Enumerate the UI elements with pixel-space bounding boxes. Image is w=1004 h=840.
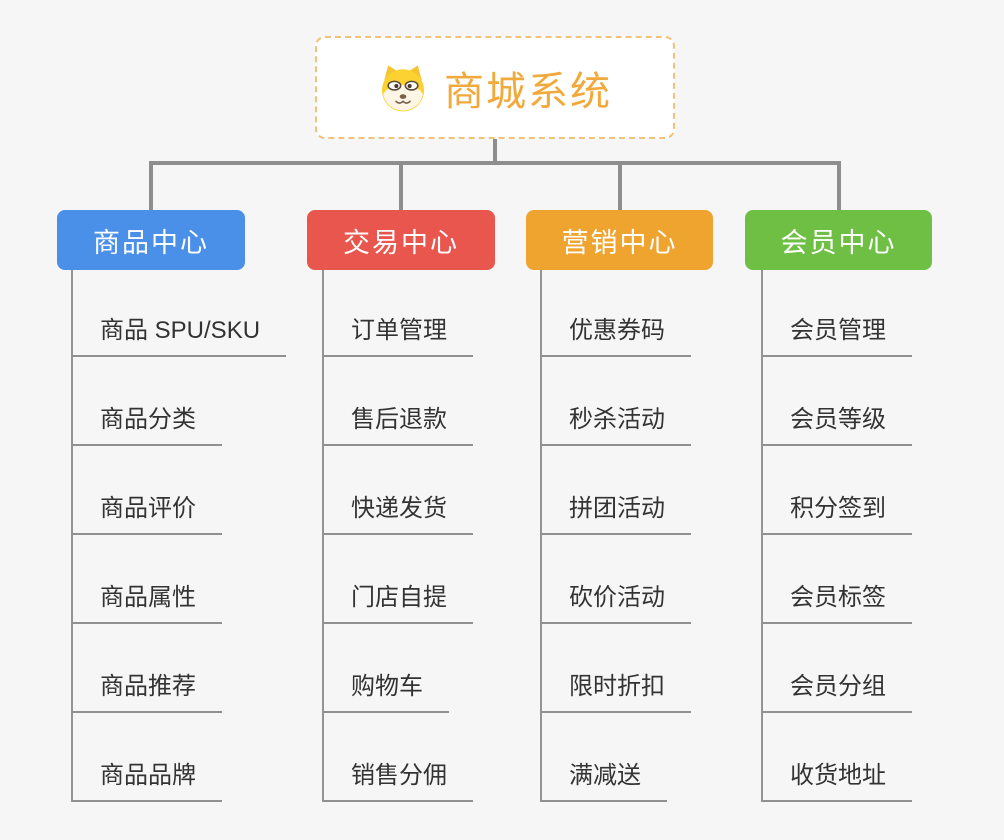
leaf-node[interactable]: 售后退款 <box>323 404 473 446</box>
branch-3-vline <box>540 270 542 802</box>
leaf-node[interactable]: 商品分类 <box>72 404 222 446</box>
leaf-node[interactable]: 商品推荐 <box>72 671 222 713</box>
connector-drop-3 <box>618 161 622 210</box>
leaf-node[interactable]: 会员等级 <box>762 404 912 446</box>
leaf-node[interactable]: 积分签到 <box>762 493 912 535</box>
branch-label: 营销中心 <box>561 227 678 258</box>
branch-node-member-center[interactable]: 会员中心 <box>745 210 932 270</box>
leaf-node[interactable]: 订单管理 <box>323 315 473 357</box>
branch-node-marketing-center[interactable]: 营销中心 <box>526 210 713 270</box>
leaf-node[interactable]: 销售分佣 <box>323 760 473 802</box>
connector-root-stem <box>493 139 497 163</box>
leaf-node[interactable]: 会员标签 <box>762 582 912 624</box>
leaf-node[interactable]: 优惠券码 <box>541 315 691 357</box>
connector-horizontal <box>149 161 841 165</box>
root-node[interactable]: 商城系统 <box>315 36 675 139</box>
leaf-node[interactable]: 砍价活动 <box>541 582 691 624</box>
root-title: 商城系统 <box>444 69 612 114</box>
leaf-node[interactable]: 会员管理 <box>762 315 912 357</box>
connector-drop-4 <box>837 161 841 210</box>
branch-label: 会员中心 <box>780 227 897 258</box>
leaf-node[interactable]: 购物车 <box>323 671 449 713</box>
leaf-node[interactable]: 会员分组 <box>762 671 912 713</box>
branch-label: 交易中心 <box>343 227 459 258</box>
leaf-node[interactable]: 秒杀活动 <box>541 404 691 446</box>
leaf-node[interactable]: 商品评价 <box>72 493 222 535</box>
branch-4-vline <box>761 270 763 802</box>
leaf-node[interactable]: 拼团活动 <box>541 493 691 535</box>
leaf-node[interactable]: 商品品牌 <box>72 760 222 802</box>
leaf-node[interactable]: 门店自提 <box>323 582 473 624</box>
branch-node-product-center[interactable]: 商品中心 <box>57 210 245 270</box>
leaf-node[interactable]: 商品属性 <box>72 582 222 624</box>
leaf-node[interactable]: 收货地址 <box>762 760 912 802</box>
branch-label: 商品中心 <box>93 227 209 258</box>
leaf-node[interactable]: 商品 SPU/SKU <box>72 315 287 357</box>
leaf-node[interactable]: 满减送 <box>541 760 667 802</box>
branch-1-vline <box>71 270 73 802</box>
doge-icon <box>378 63 428 113</box>
connector-drop-1 <box>149 161 153 210</box>
branch-2-vline <box>322 270 324 802</box>
connector-drop-2 <box>399 161 403 210</box>
branch-node-trade-center[interactable]: 交易中心 <box>307 210 495 270</box>
leaf-node[interactable]: 限时折扣 <box>541 671 691 713</box>
leaf-node[interactable]: 快递发货 <box>323 493 473 535</box>
